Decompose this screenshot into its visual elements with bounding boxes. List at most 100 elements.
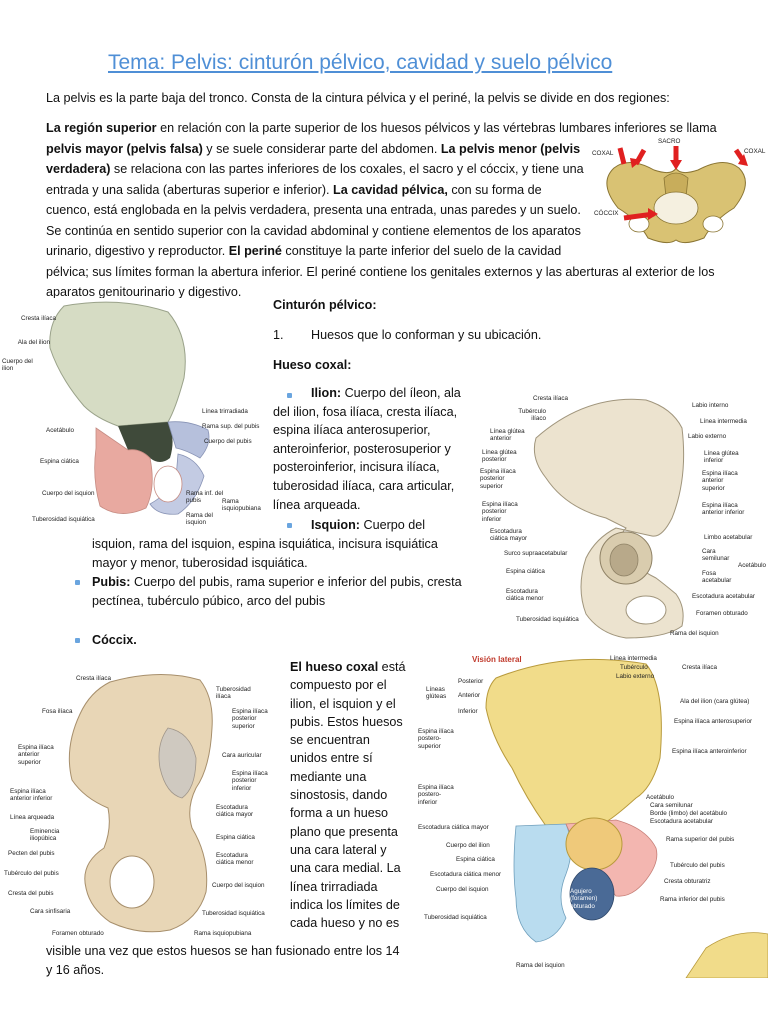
fig3-label: Tuberosidad isquiática xyxy=(202,910,265,917)
fig3-label: Escotadura ciática menor xyxy=(216,852,254,867)
fig1-label: Espina ciática xyxy=(40,458,79,465)
fig4-label: Cresta obturatriz xyxy=(664,878,711,885)
coxal-lateral-figure: Cresta ilíaca Tubérculo ilíaco Línea glú… xyxy=(476,388,768,644)
fig2-label: Escotadura ciática mayor xyxy=(490,528,528,543)
pelvis-figure: SACRO COXAL COXAL CÓCCIX xyxy=(584,138,768,250)
fig3-label: Espina ilíaca anterior inferior xyxy=(10,788,53,803)
region-superior-term: La región superior xyxy=(46,121,157,135)
coxal-right-label: COXAL xyxy=(744,148,766,155)
fig4-label: Tuberosidad isquiática xyxy=(424,914,487,921)
coxal-line: una cara medial. La xyxy=(290,861,401,876)
fig4-label: Escotadura ciática menor xyxy=(430,871,502,878)
fig2-label: Espina ilíaca posterior inferior xyxy=(482,501,518,523)
fig2-label: Tuberosidad isquiática xyxy=(516,616,579,623)
fig2-label: Tubérculo ilíaco xyxy=(518,408,546,423)
pelvis-verdadera-term: verdadera) xyxy=(46,162,111,176)
para-text: y se suele considerar parte del abdomen. xyxy=(202,141,441,156)
pelvis-illustration xyxy=(606,146,748,244)
fig2-label: Labio externo xyxy=(688,433,727,440)
fig4-label: Cuerpo del isquion xyxy=(436,886,489,893)
fig2-label: Espina ilíaca posterior superior xyxy=(480,468,516,490)
fig3-label: Cresta ilíaca xyxy=(76,675,111,682)
fig4-label: Escotadura ciática mayor xyxy=(418,824,489,831)
para-text: Se continúa en sentido superior con la c… xyxy=(46,223,581,238)
para-text: constituye la parte inferior del suelo d… xyxy=(281,244,562,258)
fig2-label: Foramen obturado xyxy=(696,610,748,617)
vision-lateral-figure: Visión lateral Línea intermedia Tubércul… xyxy=(416,648,768,978)
bullet-icon xyxy=(287,393,292,398)
coccix-label: CÓCCIX xyxy=(594,210,619,217)
fig4-label: Ala del ilion (cara glútea) xyxy=(680,698,750,705)
ilion-line: línea arqueada. xyxy=(273,497,361,512)
coxal-line: y 16 años. xyxy=(46,963,105,977)
fig1-label: Ala del ilion xyxy=(17,339,50,346)
fig4-label: Líneas glúteas xyxy=(426,686,447,701)
coxal-line: cada hueso y no es xyxy=(290,916,400,931)
para-text: entrada y una salida (aberturas superior… xyxy=(46,182,334,197)
coxal-colored-illustration xyxy=(49,301,210,515)
fig4-label: Espina ciática xyxy=(456,856,495,863)
fig2-label: Espina ilíaca anterior superior xyxy=(702,470,738,492)
ilion-line: del ilion, fosa ilíaca, cresta ilíaca, xyxy=(273,404,458,419)
fig3-label: Foramen obturado xyxy=(52,930,104,937)
fig2-label: Surco supraacetabular xyxy=(504,550,568,557)
fig2-label: Labio interno xyxy=(692,402,729,409)
sacro-label: SACRO xyxy=(658,138,681,145)
cavidad-pelvica-term: La cavidad pélvica, xyxy=(333,182,448,197)
fig1-label: Acetábulo xyxy=(46,427,75,434)
fig1-label: Rama inf. del pubis xyxy=(186,490,224,505)
coxal-line: mediante una xyxy=(290,769,367,784)
fig3-label: Pecten del pubis xyxy=(8,850,55,857)
list-number: 1. xyxy=(273,328,284,342)
fig4-label: Línea intermedia xyxy=(610,655,657,662)
fig4-label: Inferior xyxy=(458,708,478,715)
fig4-label: Rama superior del pubis xyxy=(666,836,735,843)
para-text: en relación con la parte superior de los… xyxy=(156,121,717,135)
coxal-description: El hueso coxal está compuesto por el ili… xyxy=(290,658,406,932)
ilion-term: Ilion: xyxy=(311,386,342,400)
fig4-label: Cara semilunar xyxy=(650,802,693,809)
fig2-label: Línea glútea anterior xyxy=(490,428,525,443)
ilion-line: espina ilíaca anterosuperior, xyxy=(273,423,431,438)
para-text: aparatos genitourinario y digestivo. xyxy=(46,285,242,299)
fig2-label: Rama del isquion xyxy=(670,630,719,637)
fig1-label: Rama sup. del pubis xyxy=(202,423,260,430)
fig4-label: Rama del isquion xyxy=(516,962,565,969)
fig2-label: Acetábulo xyxy=(738,562,767,569)
fig4-label: Cresta ilíaca xyxy=(682,664,717,671)
fig2-label: Escotadura ciática menor xyxy=(506,588,544,603)
ilion-line: tuberosidad ilíaca, cara articular, xyxy=(273,478,455,493)
fig1-label: Rama isquiopubiana xyxy=(222,498,261,513)
fig4-label: Espina ilíaca postero-inferior xyxy=(418,784,454,806)
fig3-label: Espina ilíaca posterior superior xyxy=(232,708,268,730)
fig4-label: Acetábulo xyxy=(646,794,675,801)
coxal-line: línea trirradiada xyxy=(290,879,378,894)
para-text: urinario, digestivo y reproductor. xyxy=(46,244,229,258)
coxal-line: compuesto por el xyxy=(290,678,387,693)
coxal-line: está xyxy=(378,660,406,674)
fig3-label: Tuberosidad ilíaca xyxy=(216,686,251,701)
fig1-label: Tuberosidad isquiática xyxy=(32,516,95,523)
para-text: cuenco, está englobada en la pelvis verd… xyxy=(46,203,581,217)
coxal-lateral-illustration xyxy=(533,398,685,639)
fig4-label: Posterior xyxy=(458,678,484,685)
pubis-text: Cuerpo del pubis, rama superior e inferi… xyxy=(130,575,462,589)
list-item-text: Huesos que lo conforman y su ubicación. xyxy=(311,328,542,342)
fig4-label: Espina ilíaca anterosuperior xyxy=(674,718,753,725)
fig2-label: Escotadura acetabular xyxy=(692,593,756,600)
para-text: se relaciona con las partes inferiores d… xyxy=(110,162,584,176)
fig3-label: Tubérculo del pubis xyxy=(4,870,59,877)
fig4-label: Escotadura acetabular xyxy=(650,818,714,825)
para-text: pélvica; sus límites forman la abertura … xyxy=(46,264,715,279)
ilion-description: Ilion: Cuerpo del íleon, ala del ilion, … xyxy=(273,384,473,514)
bullet-icon xyxy=(75,580,80,585)
fig4-label: Anterior xyxy=(458,692,481,699)
isquion-line: isquion, rama del isquion, espina isquiá… xyxy=(92,537,438,551)
fig4-label: Tubérculo xyxy=(620,664,648,671)
pubis-term: Pubis: xyxy=(92,575,131,589)
coxal-line: ilion, el isquion y el xyxy=(290,696,396,711)
fig2-label: Limbo acetabular xyxy=(704,534,753,541)
fig2-label: Línea glútea inferior xyxy=(704,450,739,465)
fig3-label: Cresta del pubis xyxy=(8,890,54,897)
hueso-coxal-heading: Hueso coxal: xyxy=(273,358,352,372)
